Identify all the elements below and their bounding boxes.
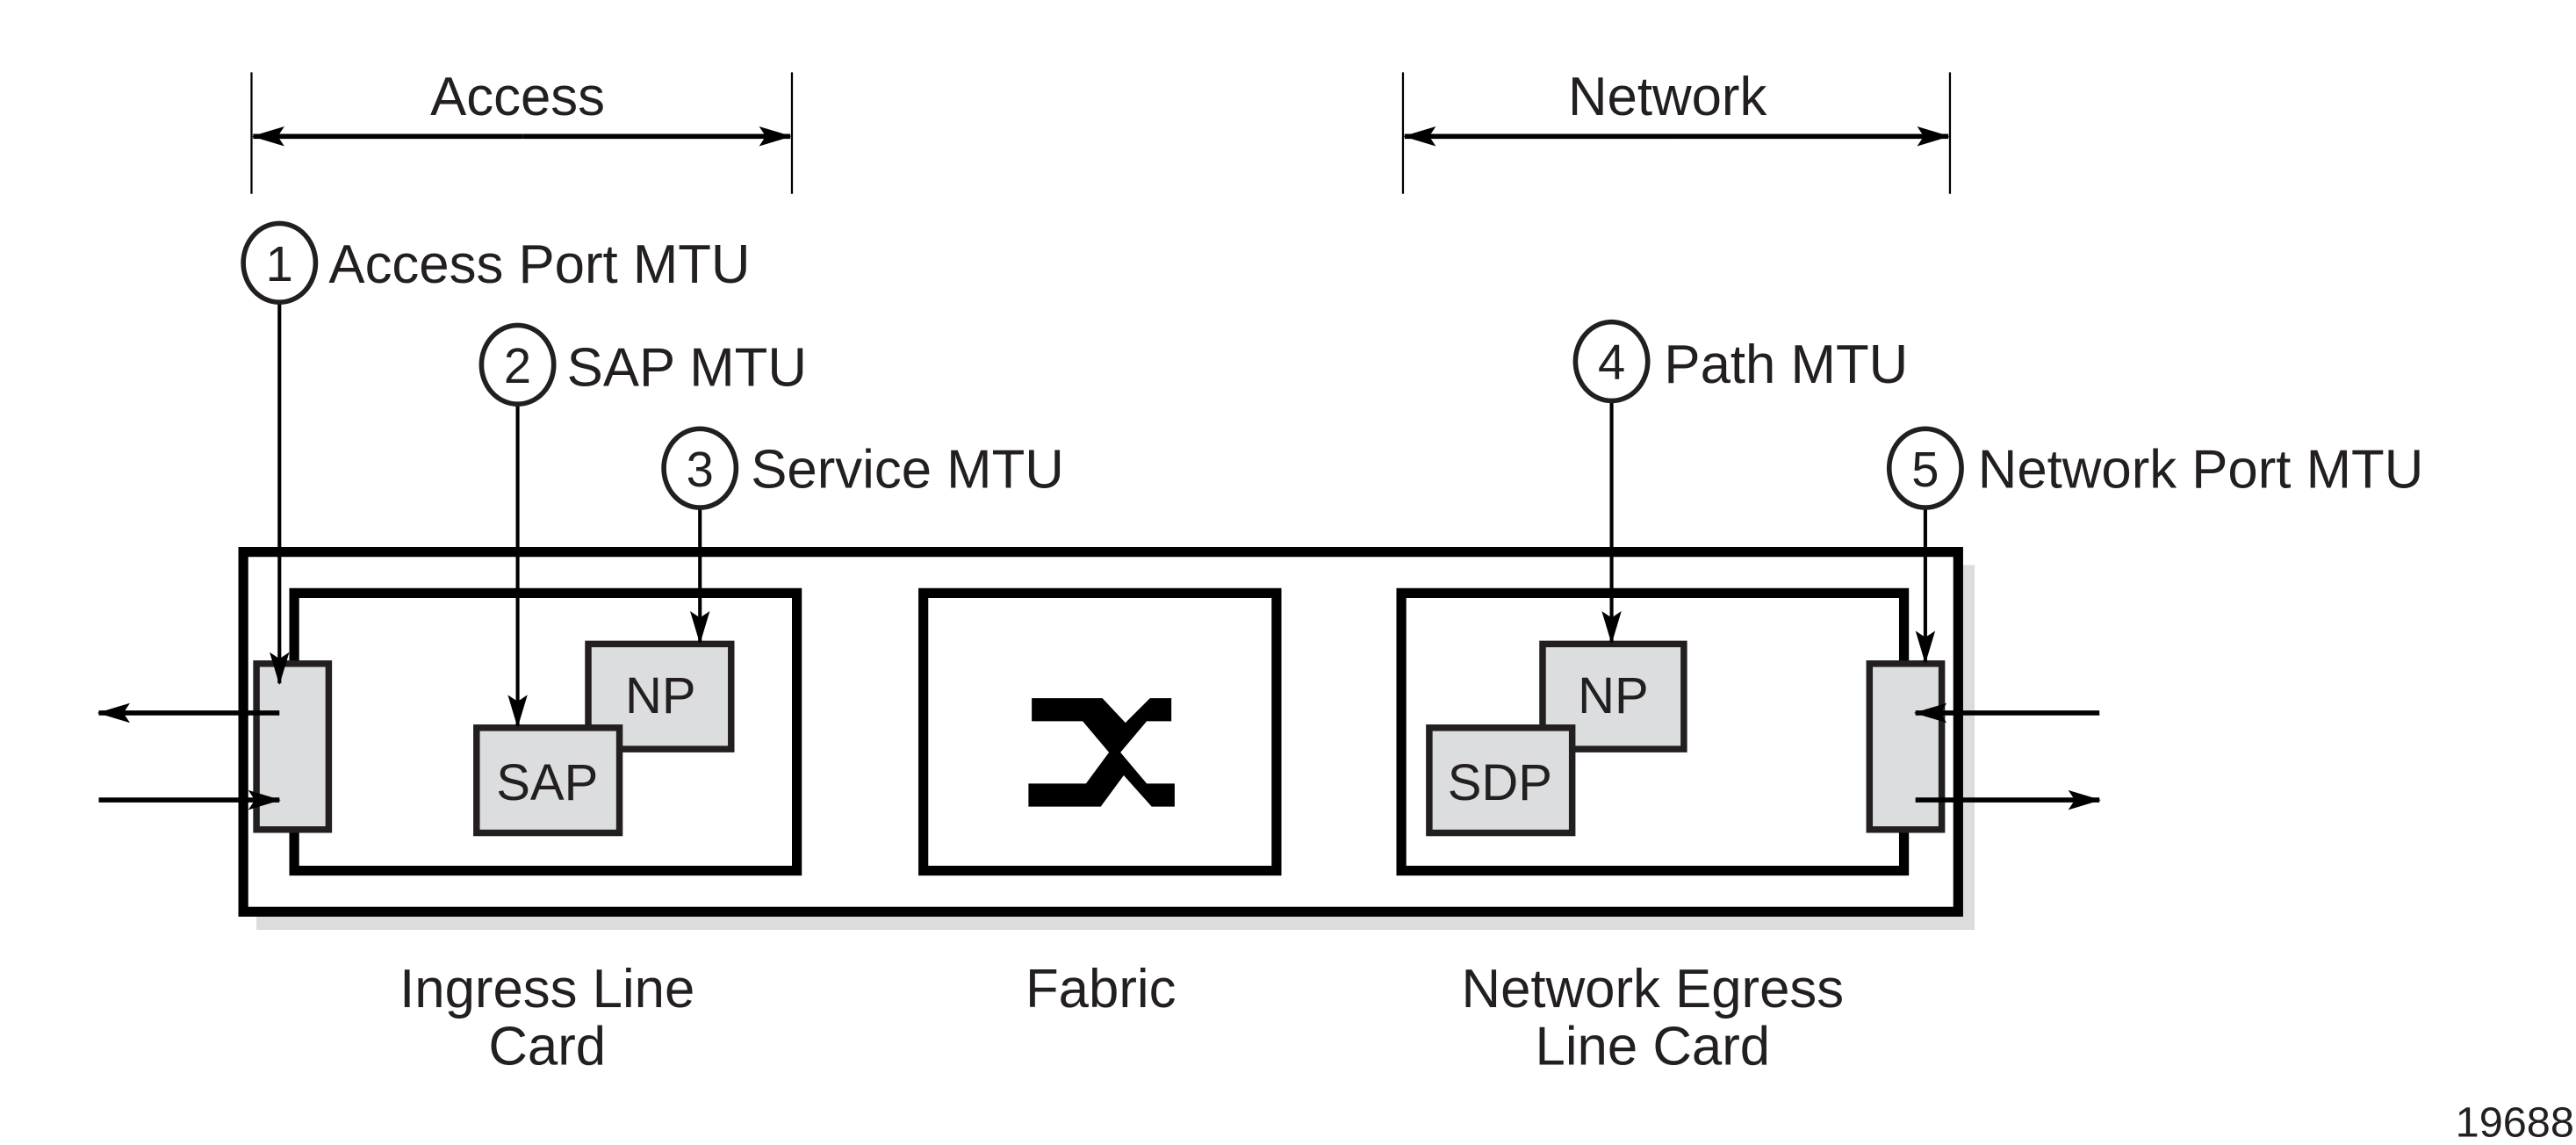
ingress-card-label-line2: Card: [488, 1016, 606, 1077]
callout-5-number: 5: [1911, 442, 1939, 497]
egress-sdp-box: [1426, 724, 1576, 837]
ingress-sap-box: [473, 724, 623, 837]
egress-card-label-line2: Line Card: [1536, 1016, 1771, 1077]
callout-4-circle: [1572, 319, 1651, 404]
callout-5-circle: [1886, 426, 1964, 510]
egress-sdp-label: SDP: [1448, 755, 1552, 811]
callout-3: 3 Service MTU: [661, 426, 1064, 510]
callout-3-circle: [661, 426, 739, 510]
fabric-switch-icon: [1028, 698, 1175, 807]
egress-np-box: [1539, 640, 1687, 753]
callout-1-circle: [241, 220, 319, 306]
callout-4: 4 Path MTU: [1572, 319, 1908, 404]
callout-3-label: Service MTU: [751, 440, 1064, 500]
ingress-card-label-line1: Ingress Line: [399, 959, 694, 1019]
callout-2: 2 SAP MTU: [479, 322, 807, 407]
callout-5-label: Network Port MTU: [1978, 440, 2424, 500]
ingress-sap-label: SAP: [496, 755, 598, 811]
access-label: Access: [430, 67, 605, 127]
egress-network-port: [1866, 660, 1946, 833]
network-dimension: Network: [1401, 67, 1952, 194]
figure-id: 19688: [2456, 1099, 2574, 1145]
ingress-np-label: NP: [625, 668, 696, 724]
network-label: Network: [1568, 67, 1767, 127]
callout-1-label: Access Port MTU: [328, 234, 750, 295]
callout-2-label: SAP MTU: [567, 338, 807, 399]
fabric-label: Fabric: [1025, 959, 1176, 1019]
callout-1: 1 Access Port MTU: [241, 220, 751, 306]
egress-np-label: NP: [1578, 668, 1649, 724]
callout-4-number: 4: [1598, 335, 1625, 390]
callout-5: 5 Network Port MTU: [1886, 426, 2424, 510]
callout-1-number: 1: [266, 236, 293, 292]
egress-card-label-line1: Network Egress: [1462, 959, 1845, 1019]
callout-3-number: 3: [687, 442, 714, 497]
access-dimension: Access: [250, 67, 794, 194]
callout-2-circle: [479, 322, 557, 407]
callout-2-number: 2: [504, 338, 531, 393]
callout-4-label: Path MTU: [1664, 335, 1908, 395]
ingress-access-port: [253, 660, 333, 833]
